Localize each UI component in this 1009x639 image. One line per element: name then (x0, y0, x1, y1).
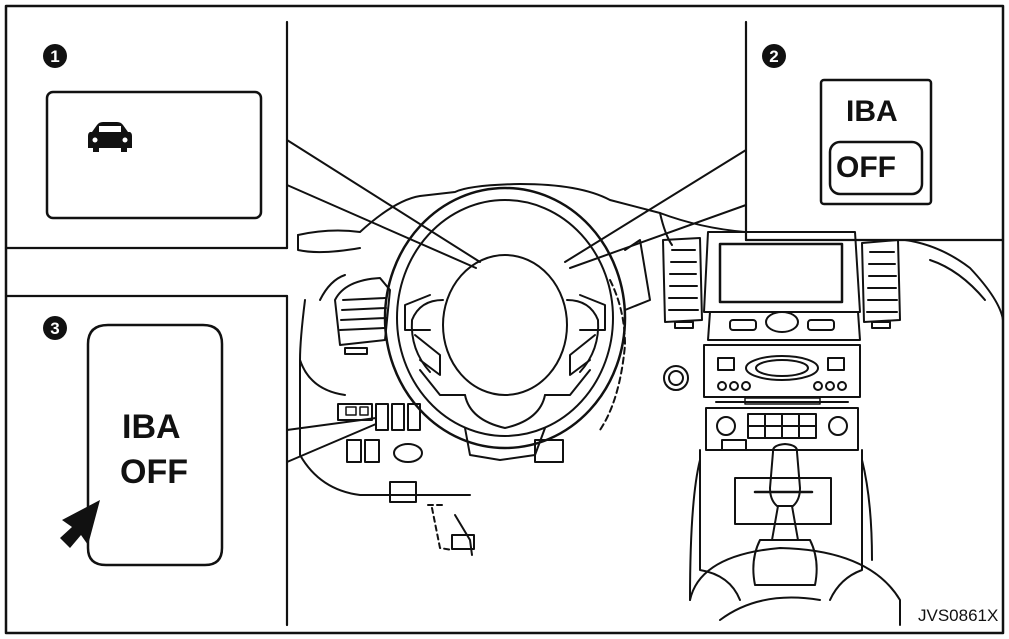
pointer-arrow-icon (60, 500, 100, 548)
panel2-switch-button (828, 140, 924, 196)
panel-dividers (4, 20, 1005, 627)
panel3-switch-outline (86, 323, 224, 567)
vehicle-ahead-icon (88, 122, 132, 152)
panel3-off-text: OFF (120, 453, 188, 491)
dashboard-illustration (297, 183, 1004, 626)
callout-number-3: 3 (43, 316, 67, 340)
panel3-iba-text: IBA (122, 408, 181, 446)
callout-number-2: 2 (762, 44, 786, 68)
figure-code: JVS0861X (918, 606, 999, 625)
steering-wheel (383, 186, 627, 450)
panel2-iba-text: IBA (846, 95, 898, 128)
panel1-display (45, 90, 263, 220)
panel2-switch-housing (819, 78, 933, 206)
callout-number-1: 1 (43, 44, 67, 68)
panel2-off-text: OFF (836, 151, 896, 184)
leader-lines (286, 139, 747, 463)
